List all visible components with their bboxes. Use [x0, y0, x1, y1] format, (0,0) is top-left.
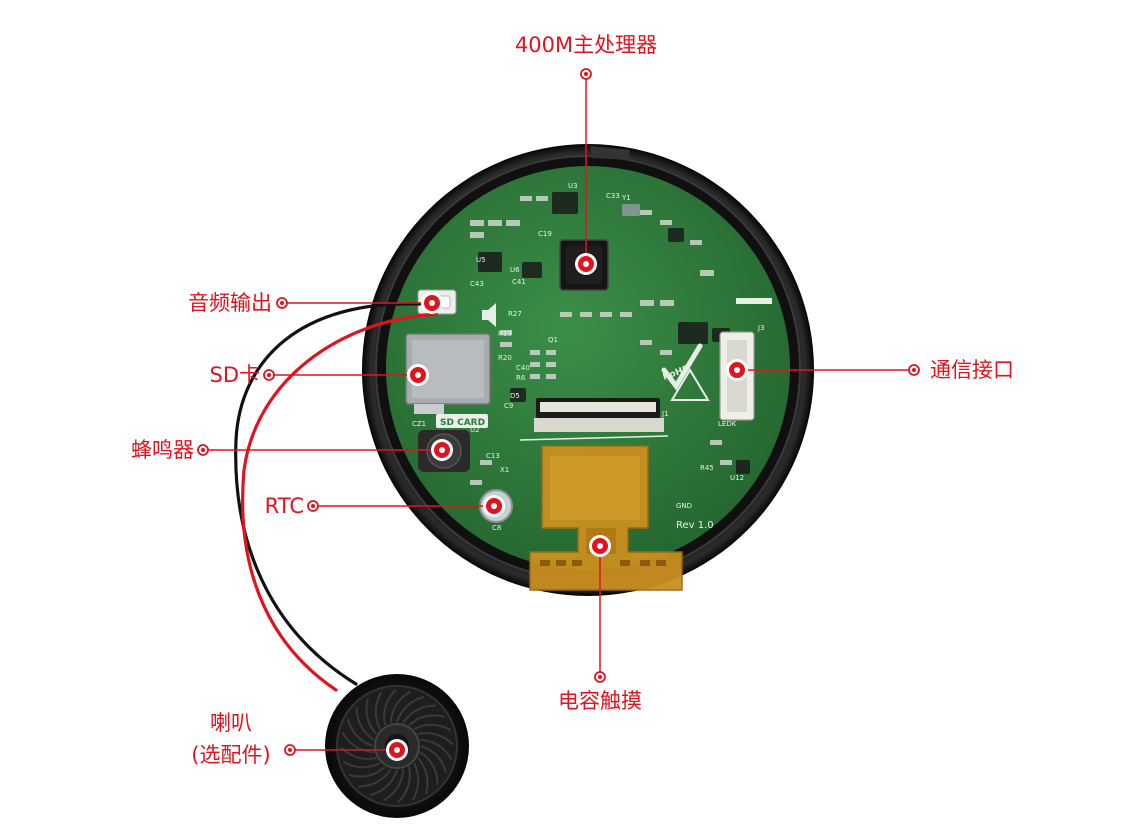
designator-label: C13	[486, 452, 500, 460]
callout-sd-card: SD卡	[209, 363, 260, 387]
target-rtc	[483, 495, 505, 517]
speaker-cone-vane	[355, 707, 375, 741]
speaker-cone-vane	[402, 704, 436, 724]
designator-label: U5	[476, 256, 486, 264]
speaker-cone-vane	[341, 732, 374, 754]
speaker-cone-vane	[374, 691, 383, 730]
speaker-cone-vane	[413, 723, 452, 732]
designator-label: Q1	[548, 336, 558, 344]
designator-label: Y1	[621, 194, 631, 202]
designator-label: J1	[661, 410, 669, 418]
speaker-cone-vane	[346, 718, 374, 747]
designator-label: U12	[730, 474, 744, 482]
speaker-cone-vane	[365, 697, 377, 735]
designator-label: GND	[676, 502, 692, 510]
speaker-cone-vane	[396, 695, 425, 723]
callout-processor: 400M主处理器	[514, 33, 658, 57]
target-processor	[575, 253, 597, 275]
speaker-cone-vane	[348, 766, 386, 778]
designator-label: R20	[498, 354, 512, 362]
callout-targets	[386, 253, 748, 761]
designator-label: X1	[500, 466, 509, 474]
designator-label: J3	[757, 324, 765, 332]
target-touch	[589, 535, 611, 557]
callout-buzzer: 蜂鸣器	[131, 438, 194, 462]
speaker-cone-vane	[383, 689, 397, 726]
designator-label: R27	[508, 310, 522, 318]
speaker-cone-vane	[420, 745, 448, 774]
speaker-cone-vane	[411, 762, 420, 801]
speaker-silkscreen-icon	[482, 303, 496, 327]
designator-label: C43	[470, 280, 484, 288]
designator-label: U6	[510, 266, 520, 274]
designator-label: CZ1	[412, 420, 426, 428]
designator-label: R10	[498, 330, 512, 338]
speaker-wire-black	[234, 302, 422, 686]
target-buzzer	[431, 439, 453, 461]
designator-label: C8	[492, 524, 501, 532]
callout-leaders	[203, 76, 914, 751]
speaker-cone-vane	[389, 690, 411, 723]
callout-audio-out: 音频输出	[188, 291, 272, 315]
target-audio-out	[421, 292, 443, 314]
callout-rtc: RTC	[264, 494, 304, 518]
speaker-cone-vane	[383, 769, 405, 802]
callout-speaker-line2: (选配件)	[191, 743, 271, 767]
designator-label: C9	[504, 402, 513, 410]
target-speaker	[386, 739, 408, 761]
speaker-cone-vane	[417, 732, 454, 746]
speaker-cone-vane	[420, 738, 453, 760]
speaker-cone-vane	[417, 757, 429, 795]
rohs-logo	[661, 343, 710, 401]
speaker-cone-vane	[408, 714, 446, 726]
sd-card-silkscreen-box	[436, 414, 488, 428]
target-sd-card	[407, 364, 429, 386]
designator-label: C19	[538, 230, 552, 238]
board-revision-label: Rev 1.0	[676, 520, 714, 531]
designator-label: C41	[512, 278, 526, 286]
callout-speaker-line1: 喇叭	[210, 711, 252, 735]
pcb-components	[470, 192, 750, 485]
designator-label: U2	[470, 426, 480, 434]
lcd-fpc-connector	[534, 398, 664, 432]
speaker-cone-vane	[342, 760, 381, 769]
designator-label: C33	[606, 192, 620, 200]
speaker-cone-vane	[397, 766, 411, 803]
designator-label: U3	[568, 182, 578, 190]
speaker-cone-vane	[369, 769, 398, 797]
designator-label: R45	[700, 464, 714, 472]
speaker-cone-vane	[358, 768, 392, 788]
speaker-wire-red	[241, 312, 438, 692]
sd-card-slot	[405, 333, 491, 428]
designator-label: LEDK	[718, 420, 737, 428]
designator-label: C40	[516, 364, 530, 372]
designator-label: D5	[510, 392, 520, 400]
callout-comm-port: 通信接口	[930, 358, 1014, 382]
speaker-cone-vane	[419, 751, 439, 785]
sd-card-silkscreen-label: SD CARD	[440, 418, 485, 428]
target-comm-port	[726, 359, 748, 381]
speaker-wires	[234, 302, 438, 692]
callout-touch: 电容触摸	[558, 689, 642, 713]
designator-label: R6	[516, 374, 526, 382]
